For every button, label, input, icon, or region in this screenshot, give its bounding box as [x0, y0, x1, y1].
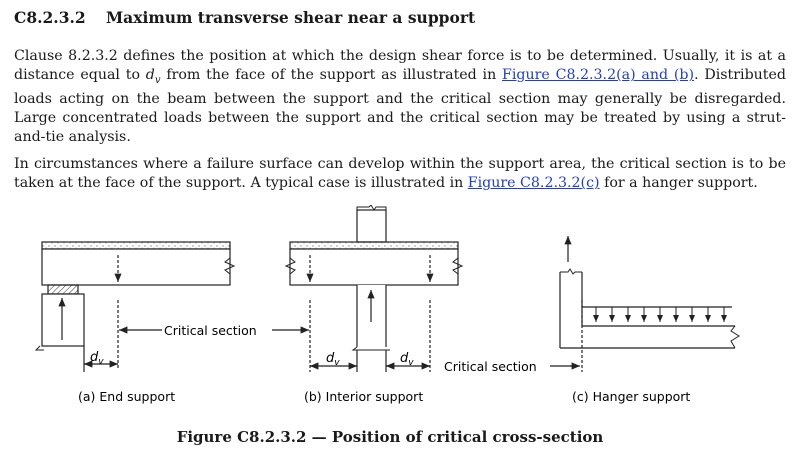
hanger-support-diagram [550, 236, 740, 372]
figure-caption: Figure C8.2.3.2 — Position of critical c… [176, 428, 604, 446]
paragraph-1-text-start: Clause 8.2.3.2 defines the position at w… [14, 48, 786, 83]
figure-c-link[interactable]: Figure C8.2.3.2(c) [467, 175, 600, 191]
section-title: Maximum transverse shear near a support [106, 8, 476, 27]
distributed-load-arrows [593, 307, 727, 322]
caption-interior-support: (b) Interior support [304, 389, 423, 404]
caption-end-support: (a) End support [78, 389, 175, 404]
section-heading: C8.2.3.2 Maximum transverse shear near a … [14, 8, 475, 27]
paragraph-1-text-end: . Distributed loads acting on the beam b… [14, 67, 786, 145]
dv-label-a: dv [90, 350, 104, 367]
dv-label-b-left: dv [326, 351, 340, 368]
critical-section-figure: dv Critical section dv dv [34, 205, 740, 404]
dv-symbol: dv [145, 67, 161, 86]
section-number: C8.2.3.2 [14, 8, 86, 27]
critical-section-label-c: Critical section [444, 359, 537, 374]
interior-support-diagram [284, 205, 464, 372]
paragraph-1-text-middle: from the face of the support as illustra… [160, 67, 503, 83]
paragraph-2-text-start: In circumstances where a failure surface… [14, 156, 786, 191]
end-support-diagram [34, 241, 309, 372]
paragraph-1: Clause 8.2.3.2 defines the position at w… [14, 47, 786, 147]
paragraph-2-text-end: for a hanger support. [599, 175, 758, 191]
dv-label-b-right: dv [400, 351, 414, 368]
critical-section-label-a: Critical section [164, 323, 257, 338]
figure-ab-link[interactable]: Figure C8.2.3.2(a) and (b) [502, 67, 695, 83]
caption-hanger-support: (c) Hanger support [572, 389, 690, 404]
paragraph-2: In circumstances where a failure surface… [14, 155, 786, 193]
